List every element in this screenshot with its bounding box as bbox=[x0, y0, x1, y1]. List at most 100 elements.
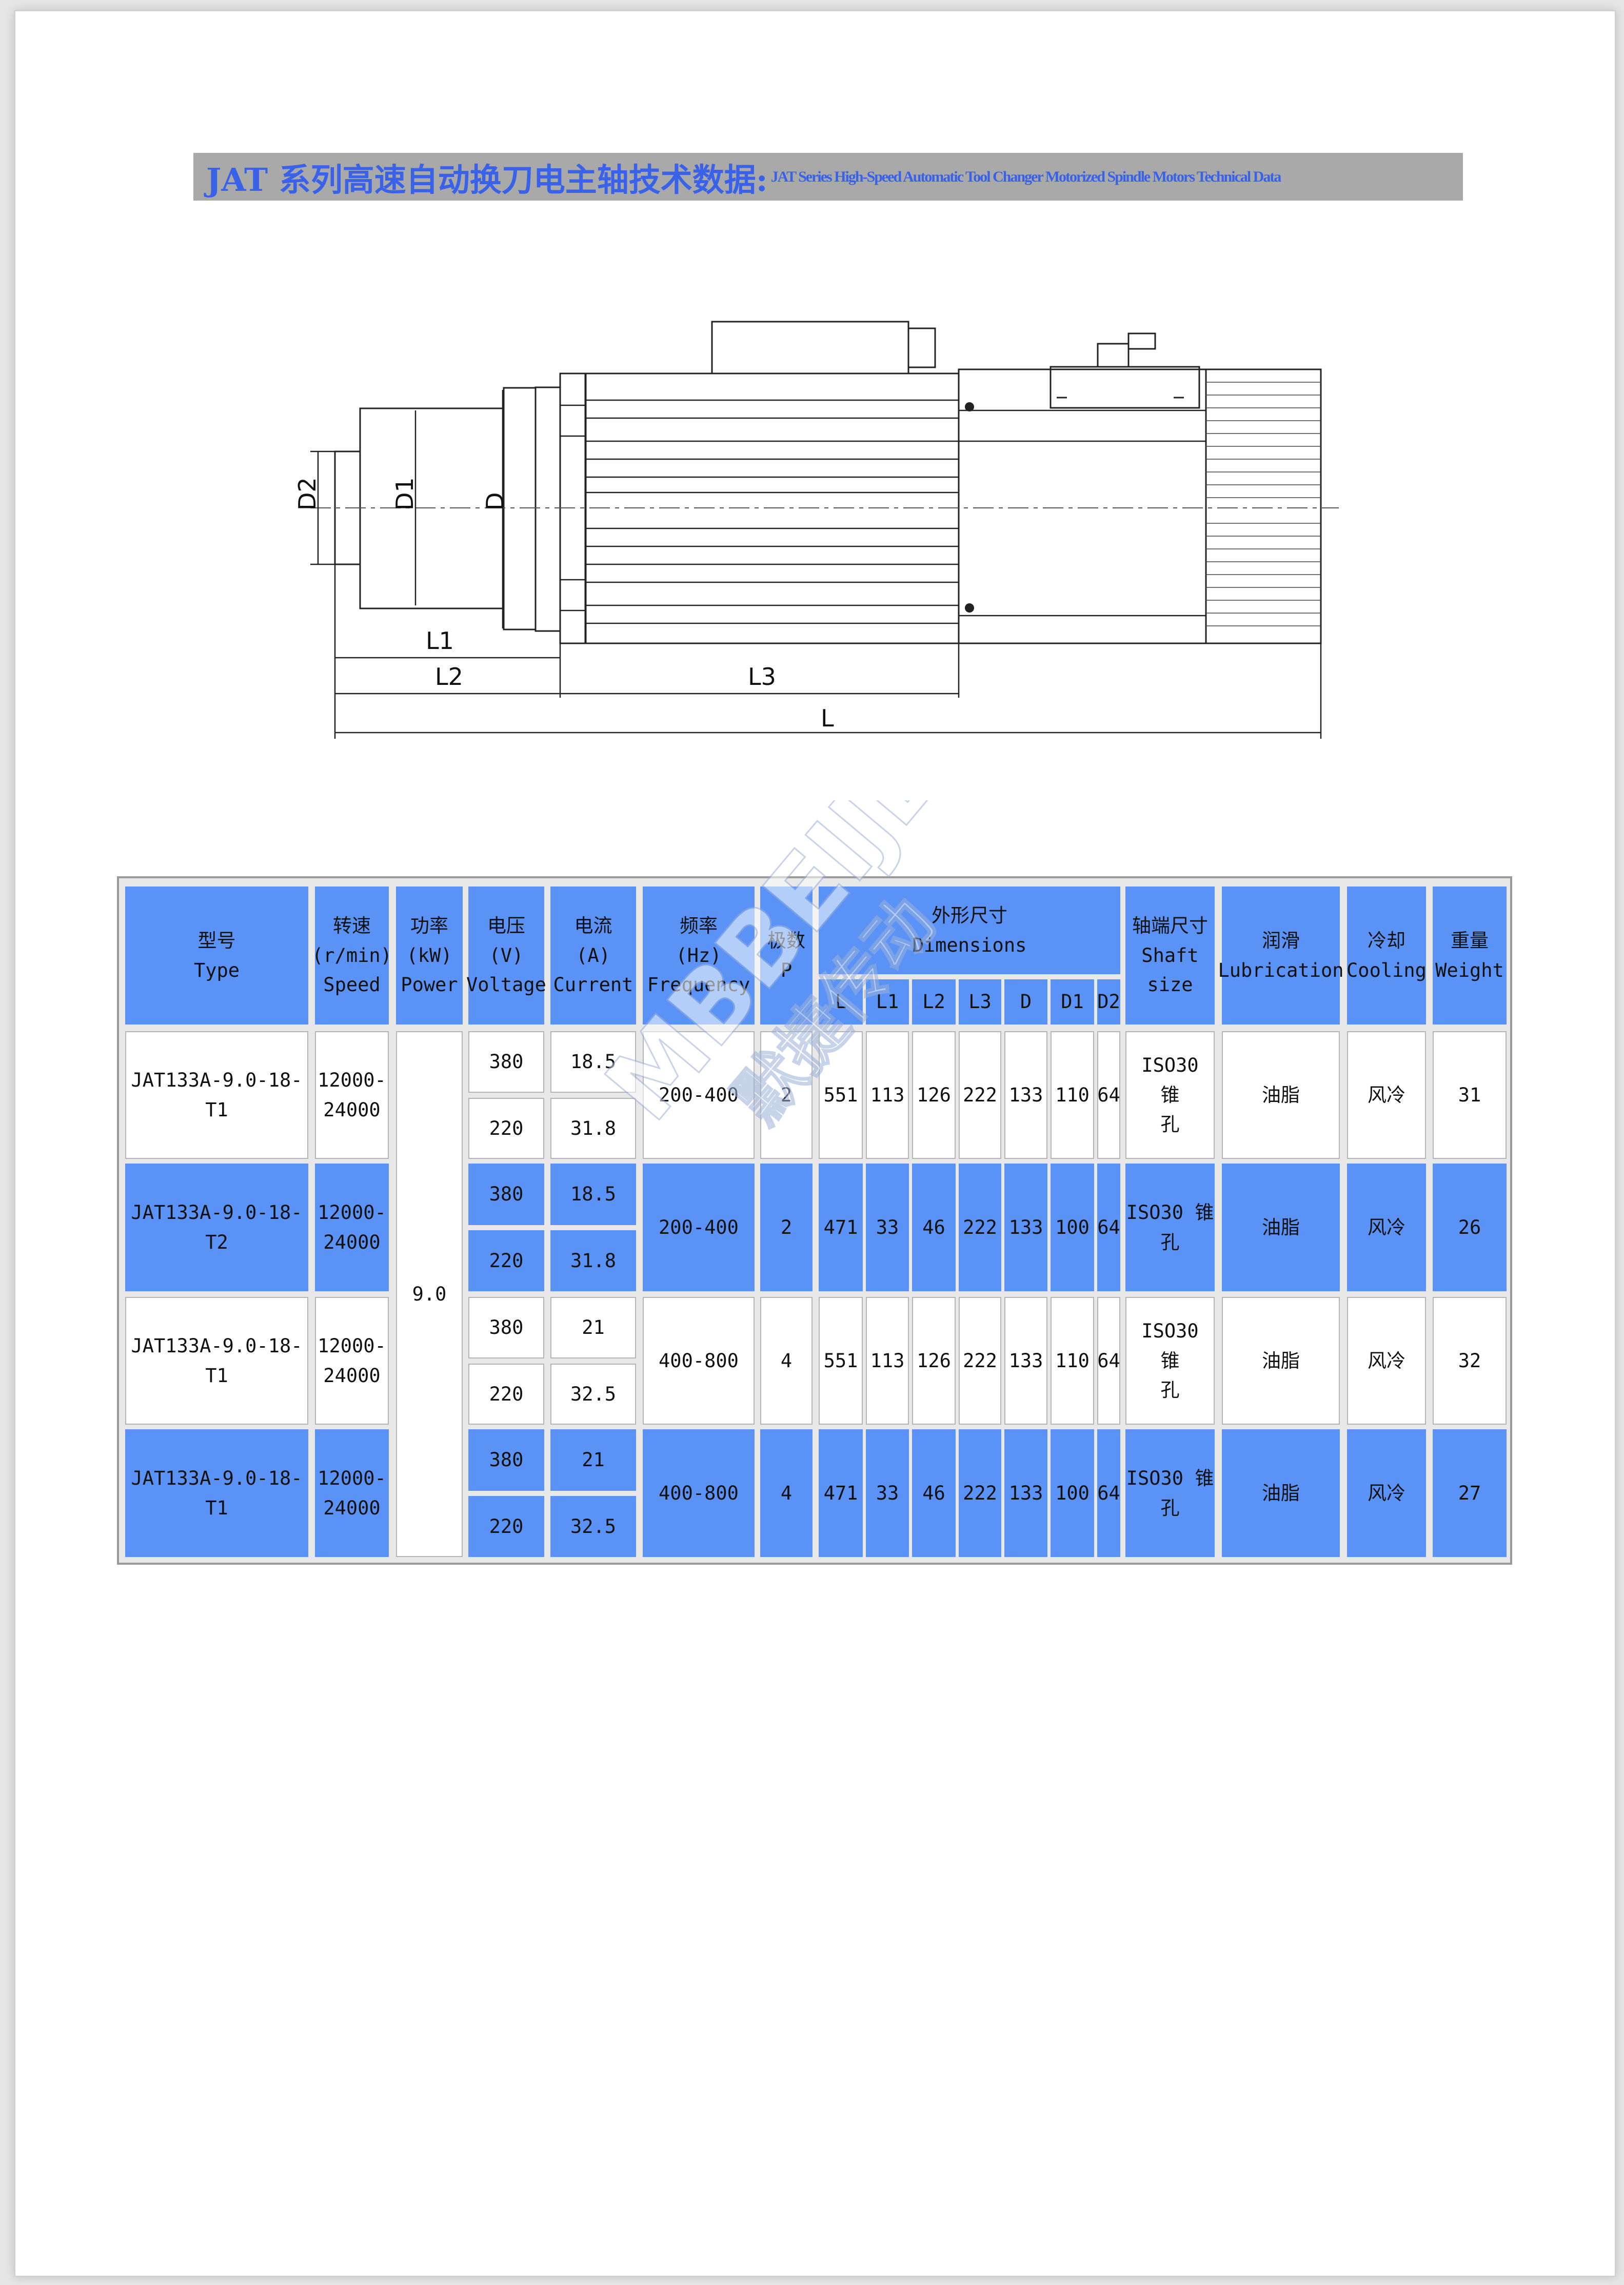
row-1-cooling: 风冷 bbox=[1347, 1164, 1426, 1291]
row-1-voltage-a: 380 bbox=[468, 1164, 544, 1225]
header-dim-d1-text: D1 bbox=[1061, 991, 1084, 1013]
header-voltage: 电压(V)Voltage bbox=[466, 887, 546, 1025]
row-1-voltage-b-text: 220 bbox=[489, 1249, 524, 1272]
header-frequency-text: (Hz) bbox=[676, 944, 722, 967]
row-0-type: JAT133A-9.0-18-T1 bbox=[125, 1031, 308, 1159]
row-0-frequency-text: 200-400 bbox=[659, 1084, 739, 1106]
row-2-dim-l3: 222 bbox=[959, 1297, 1001, 1425]
header-poles-text: P bbox=[780, 959, 793, 981]
connector-box bbox=[711, 321, 909, 375]
row-3-speed-text: 24000 bbox=[323, 1496, 381, 1519]
header-lubrication-text: 润滑 bbox=[1262, 930, 1300, 952]
row-3-cooling-text: 风冷 bbox=[1368, 1482, 1405, 1504]
row-0-dim-l3: 222 bbox=[959, 1031, 1001, 1159]
row-0-lubrication: 油脂 bbox=[1222, 1031, 1340, 1159]
row-2-lubrication: 油脂 bbox=[1222, 1297, 1340, 1425]
row-3-voltage-b: 220 bbox=[468, 1496, 544, 1557]
header-speed-text: 转速 bbox=[333, 915, 371, 937]
row-1-weight-text: 26 bbox=[1458, 1216, 1481, 1238]
header-dim-l2-text: L2 bbox=[922, 991, 945, 1013]
power-merged-text: 9.0 bbox=[412, 1283, 447, 1305]
row-0-current-a: 18.5 bbox=[550, 1031, 636, 1093]
label-l1: L1 bbox=[426, 627, 454, 655]
header-power: 功率(kW)Power bbox=[396, 887, 463, 1025]
row-1-current-b-text: 31.8 bbox=[570, 1249, 617, 1272]
row-0-current-b-text: 31.8 bbox=[570, 1117, 617, 1139]
row-1-dim-l1: 33 bbox=[866, 1164, 909, 1291]
header-power-text: Power bbox=[401, 974, 458, 996]
header-dim-d: D bbox=[1004, 979, 1047, 1025]
row-2-dim-d1-text: 110 bbox=[1055, 1349, 1090, 1372]
header-cooling-text: Cooling bbox=[1346, 959, 1427, 981]
label-l3: L3 bbox=[748, 663, 776, 691]
row-3-voltage-b-text: 220 bbox=[489, 1515, 524, 1538]
row-1-poles-text: 2 bbox=[780, 1216, 793, 1238]
header-dim-l1-text: L1 bbox=[876, 991, 899, 1013]
header-frequency-text: 频率 bbox=[680, 915, 718, 937]
row-3-dim-l1: 33 bbox=[866, 1429, 909, 1557]
row-3-poles: 4 bbox=[760, 1429, 813, 1557]
row-0-dim-d1: 110 bbox=[1051, 1031, 1094, 1159]
title-english: JAT Series High-Speed Automatic Tool Cha… bbox=[770, 168, 1282, 185]
row-1-current-a-text: 18.5 bbox=[570, 1183, 617, 1206]
row-1-speed-text: 24000 bbox=[323, 1231, 381, 1253]
row-2-voltage-a: 380 bbox=[468, 1297, 544, 1358]
header-dim-l1: L1 bbox=[866, 979, 909, 1025]
row-2-voltage-b: 220 bbox=[468, 1364, 544, 1425]
row-3-lubrication-text: 油脂 bbox=[1262, 1482, 1300, 1504]
row-0-voltage-a: 380 bbox=[468, 1031, 544, 1093]
row-0-dim-l1: 113 bbox=[866, 1031, 909, 1159]
row-3-dim-l2: 46 bbox=[912, 1429, 956, 1557]
row-3-type: JAT133A-9.0-18-T1 bbox=[125, 1429, 308, 1557]
header-type-text: 型号 bbox=[197, 930, 236, 952]
row-1-speed: 12000-24000 bbox=[315, 1164, 389, 1291]
row-1-frequency: 200-400 bbox=[643, 1164, 755, 1291]
header-voltage-text: (V) bbox=[489, 944, 524, 967]
row-2-dim-d-text: 133 bbox=[1008, 1349, 1043, 1372]
row-0-dim-l3-text: 222 bbox=[963, 1084, 997, 1106]
row-1-dim-l3: 222 bbox=[959, 1164, 1001, 1291]
row-3-dim-l: 471 bbox=[819, 1429, 863, 1557]
row-1-dim-l-text: 471 bbox=[823, 1216, 858, 1238]
row-3-lubrication: 油脂 bbox=[1222, 1429, 1340, 1557]
header-frequency-text: Frequency bbox=[647, 974, 750, 996]
row-1-current-b: 31.8 bbox=[550, 1230, 636, 1291]
row-1-dim-d1: 100 bbox=[1051, 1164, 1094, 1291]
row-2-speed-text: 12000- bbox=[318, 1335, 386, 1357]
header-shaft-text: 轴端尺寸 bbox=[1132, 915, 1208, 937]
row-2-weight-text: 32 bbox=[1458, 1349, 1481, 1372]
row-0-cooling: 风冷 bbox=[1347, 1031, 1426, 1159]
row-0-speed-text: 12000- bbox=[318, 1069, 386, 1092]
row-3-dim-l3: 222 bbox=[959, 1429, 1001, 1557]
row-0-current-a-text: 18.5 bbox=[570, 1051, 617, 1073]
row-2-dim-d2: 64 bbox=[1097, 1297, 1120, 1425]
row-0-speed: 12000- 24000 bbox=[315, 1031, 389, 1159]
header-dim-d-text: D bbox=[1020, 991, 1032, 1013]
row-3-dim-l2-text: 46 bbox=[922, 1482, 945, 1504]
header-dim-l: L bbox=[819, 979, 863, 1025]
row-2-current-b-text: 32.5 bbox=[570, 1383, 617, 1405]
row-3-dim-d2: 64 bbox=[1097, 1429, 1120, 1557]
row-0-shaft-text: 孔 bbox=[1160, 1113, 1180, 1136]
header-dimensions-text: 外形尺寸 bbox=[932, 904, 1007, 927]
row-2-voltage-a-text: 380 bbox=[489, 1316, 524, 1339]
title-chinese: JAT 系列高速自动换刀电主轴技术数据: bbox=[206, 161, 768, 199]
row-1-type-text: JAT133A-9.0-18-T2 bbox=[131, 1201, 303, 1253]
row-2-dim-l3-text: 222 bbox=[963, 1349, 997, 1372]
row-1-dim-d2: 64 bbox=[1097, 1164, 1120, 1291]
row-0-dim-d2: 64 bbox=[1097, 1031, 1120, 1159]
row-0-voltage-b-text: 220 bbox=[489, 1117, 524, 1139]
row-1-shaft: ISO30 锥孔 bbox=[1125, 1164, 1215, 1291]
row-2-current-b: 32.5 bbox=[550, 1364, 636, 1425]
row-2-dim-l1: 113 bbox=[866, 1297, 909, 1425]
row-0-voltage-b: 220 bbox=[468, 1098, 544, 1159]
row-2-cooling-text: 风冷 bbox=[1368, 1349, 1405, 1372]
row-1-current-a: 18.5 bbox=[550, 1164, 636, 1225]
header-dim-d2: D2 bbox=[1097, 979, 1120, 1025]
row-2-shaft: ISO30 锥孔 bbox=[1125, 1297, 1215, 1425]
row-3-dim-d1-text: 100 bbox=[1055, 1482, 1090, 1504]
row-0-speed-text: 24000 bbox=[323, 1098, 381, 1121]
header-dim-l2: L2 bbox=[912, 979, 956, 1025]
row-1-voltage-b: 220 bbox=[468, 1230, 544, 1291]
